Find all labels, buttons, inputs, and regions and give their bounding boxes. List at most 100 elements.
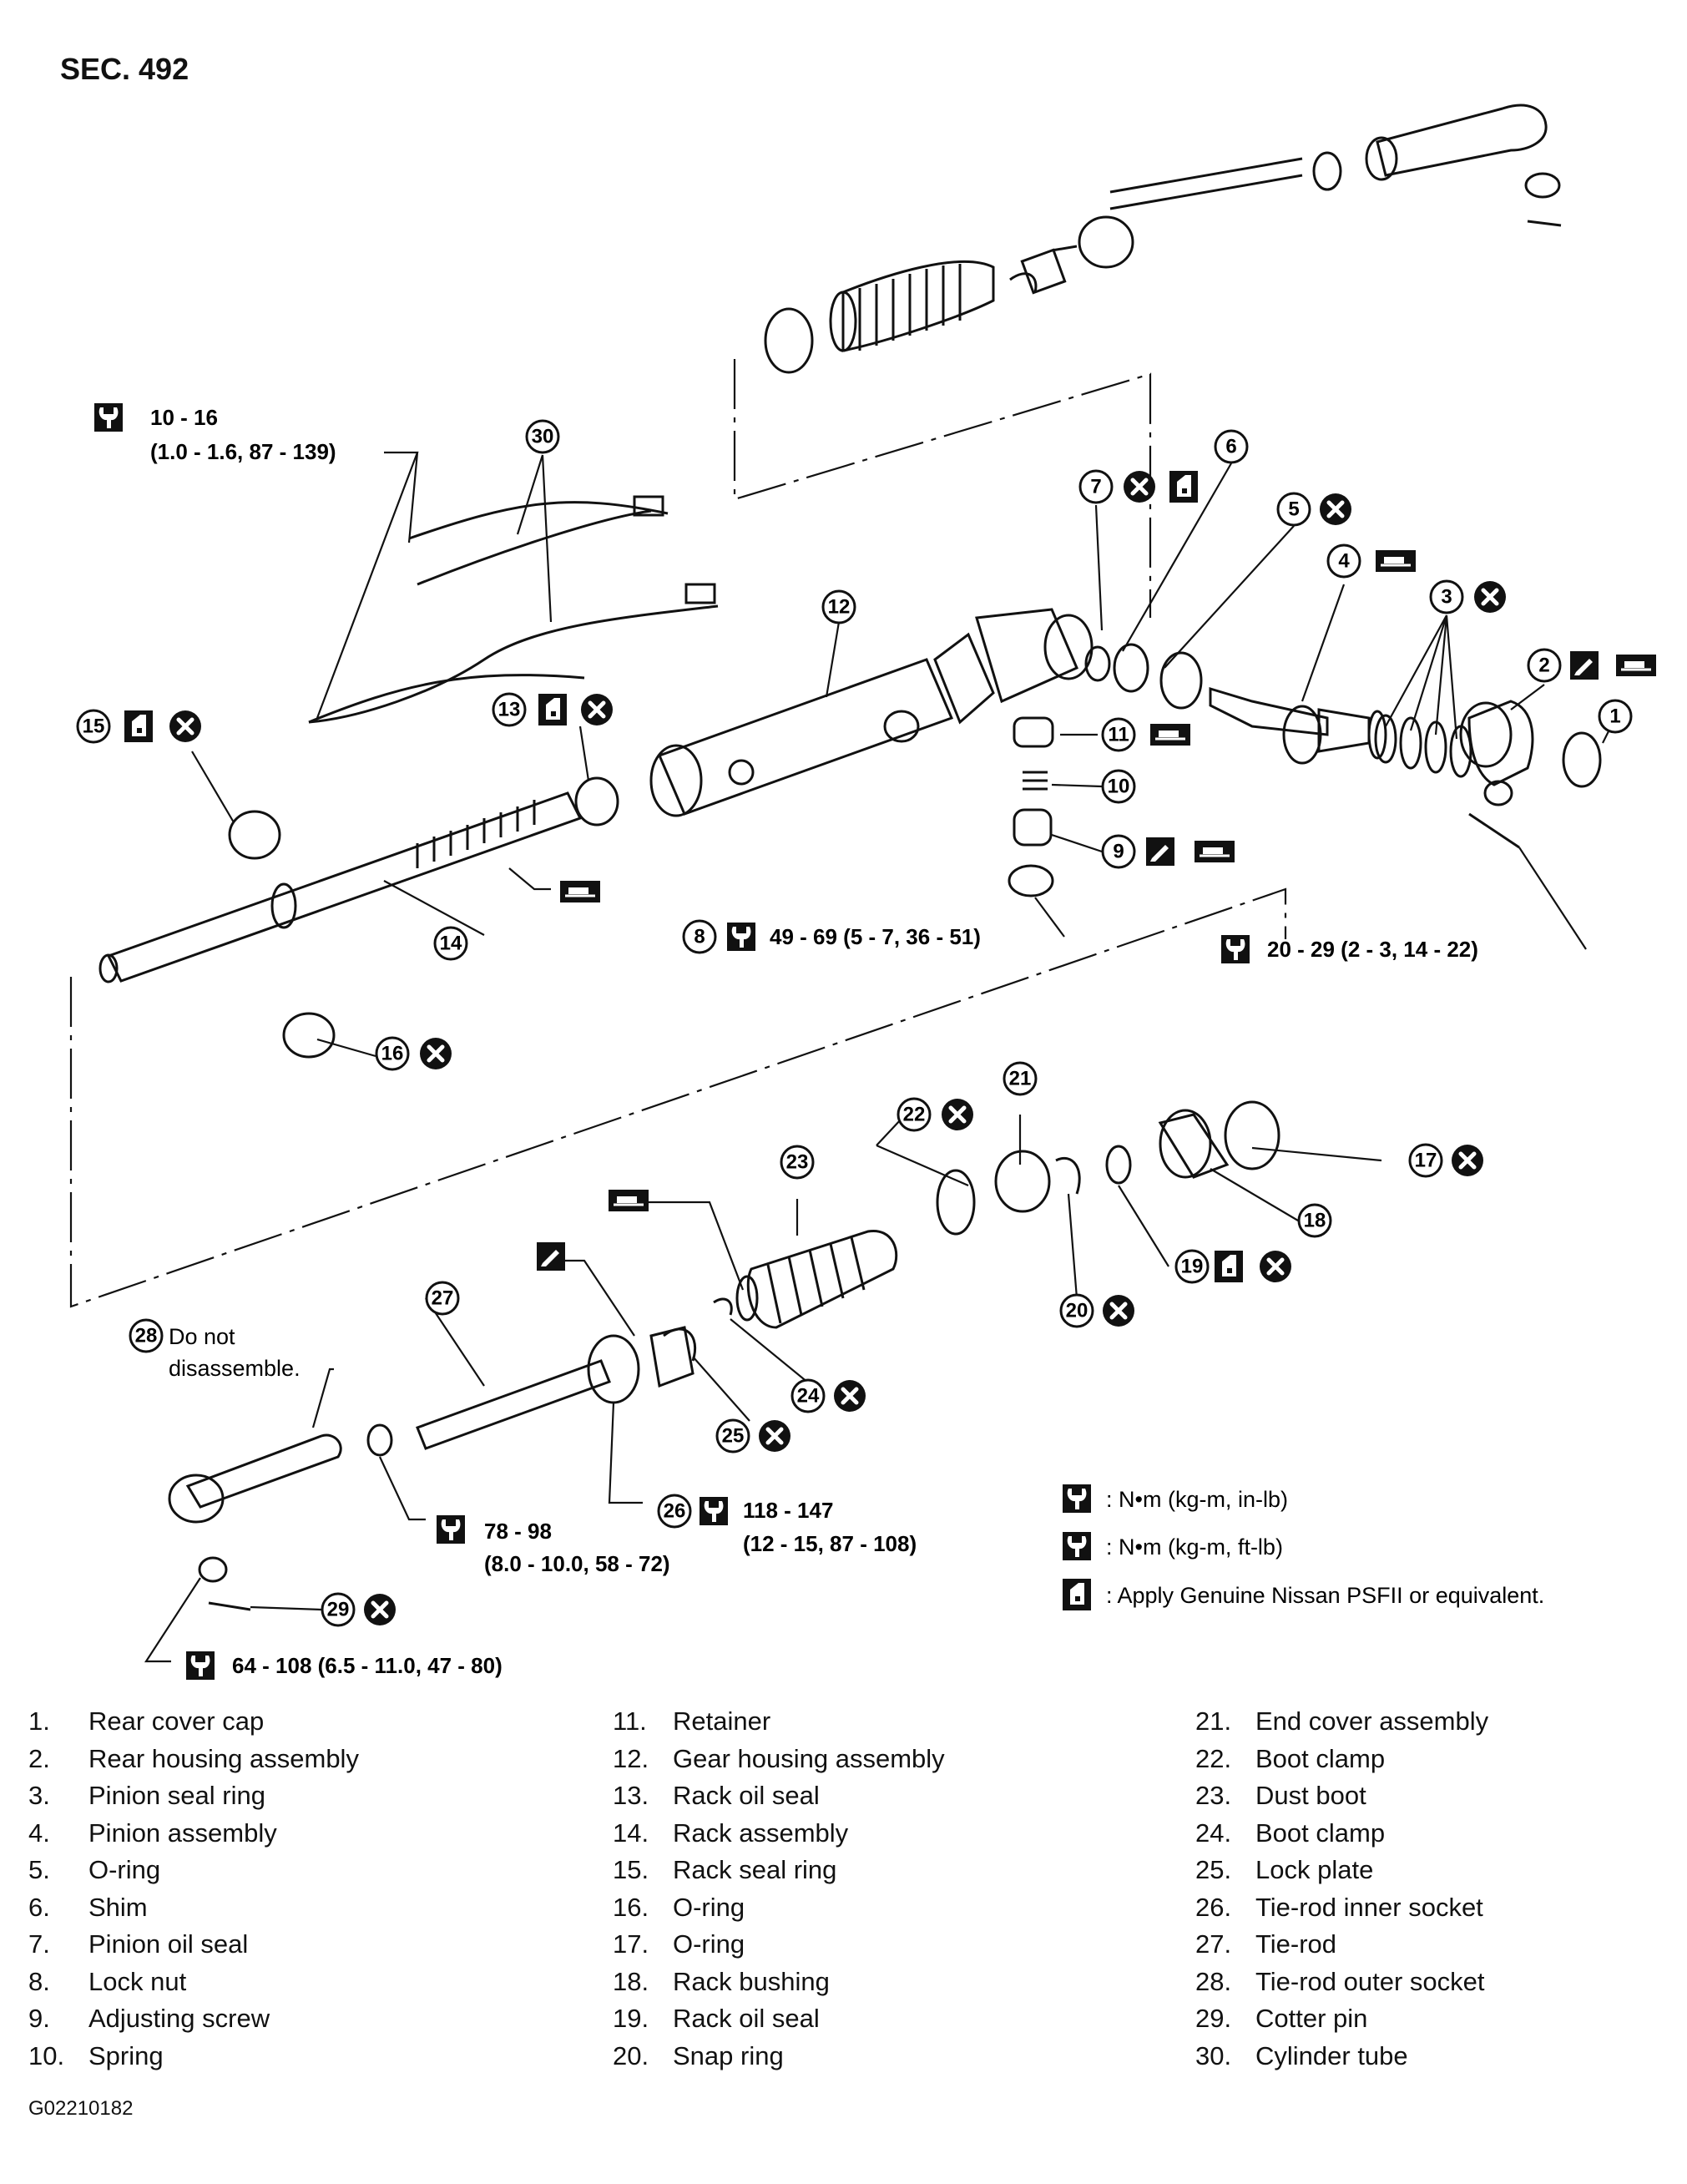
callout-14: 14 [433,926,468,961]
svg-text:29: 29 [327,1599,350,1621]
tie-rod-upper [1051,104,1562,269]
list-item: 10.Spring [28,2040,164,2070]
replace-icon-22 [942,1099,973,1130]
note-do-not: Do not [169,1324,235,1349]
list-item: 27.Tie-rod [1195,1929,1337,1959]
lower-rack-parts [936,1100,1280,1236]
replace-icon-16 [420,1038,452,1069]
replace-icon-3 [1474,581,1506,613]
callout-29: 29 [321,1592,356,1627]
list-item: 2.Rear housing assembly [28,1743,359,1773]
torque-inner-socket-1: 118 - 147 [743,1498,833,1523]
list-item: 5.O-ring [28,1855,161,1885]
replace-icon-7 [1124,471,1155,503]
callout-6: 6 [1214,429,1249,464]
svg-text:27: 27 [432,1287,454,1310]
replace-icon-29 [364,1594,396,1625]
grease-pack-icon-14 [558,879,602,904]
svg-text:26: 26 [664,1500,686,1523]
replace-icon-13 [581,694,613,725]
svg-text:30: 30 [532,426,554,448]
svg-text:16: 16 [381,1043,404,1065]
legend-ftlb: : N•m (kg-m, ft-lb) [1106,1534,1283,1560]
list-item: 19.Rack oil seal [613,2004,820,2034]
replace-icon-5 [1320,493,1351,525]
dust-boot-lower [713,1230,898,1329]
list-item: 14.Rack assembly [613,1817,849,1848]
list-item: 26.Tie-rod inner socket [1195,1892,1483,1922]
torque-outer-socket-nut: 64 - 108 (6.5 - 11.0, 47 - 80) [232,1653,503,1678]
svg-text:13: 13 [498,699,521,721]
parts-list: 1.Rear cover cap 2.Rear housing assembly… [28,1703,1664,2070]
list-item: 21.End cover assembly [1195,1706,1489,1737]
fluid-icon-7 [1169,471,1198,503]
fluid-icon-13 [538,694,567,725]
fluid-icon-19 [1215,1251,1243,1282]
list-item: 11.Retainer [613,1706,771,1737]
list-item: 20.Snap ring [613,2040,784,2070]
torque-icon-8 [727,923,755,951]
callout-27: 27 [425,1281,460,1316]
replace-icon-15 [169,710,201,742]
callout-24: 24 [790,1378,826,1413]
replace-icon-20 [1103,1295,1134,1327]
callout-2: 2 [1527,648,1562,683]
callout-1: 1 [1598,699,1633,734]
callout-3: 3 [1429,579,1464,614]
svg-text:15: 15 [83,715,105,738]
svg-text:7: 7 [1090,476,1101,498]
grease-icon-26 [537,1242,565,1271]
torque-icon-bolt [1221,935,1250,963]
torque-icon-outer-socket [186,1651,215,1680]
cylinder-tube [308,495,719,724]
callout-18: 18 [1297,1203,1332,1238]
callout-8: 8 [682,919,717,954]
list-item: 16.O-ring [613,1892,745,1922]
section-title: SEC. 492 [60,52,189,86]
grease-icon-2 [1570,651,1599,680]
list-item: 18.Rack bushing [613,1966,830,1996]
callout-19: 19 [1174,1249,1210,1284]
torque-lock-nut: 49 - 69 (5 - 7, 36 - 51) [770,924,981,949]
svg-text:21: 21 [1009,1068,1032,1090]
svg-text:3: 3 [1441,586,1452,609]
torque-tie-rod-nut-2: (8.0 - 10.0, 58 - 72) [484,1551,670,1576]
gear-housing [649,608,1203,817]
leader-lines [144,451,1616,1663]
legend: : N•m (kg-m, in-lb) : N•m (kg-m, ft-lb) … [1063,1484,1544,1610]
callout-20: 20 [1059,1293,1094,1328]
replace-icon-25 [759,1420,790,1452]
callout-23: 23 [780,1145,815,1180]
callout-10: 10 [1101,769,1136,804]
replace-icon-24 [834,1380,866,1412]
callout-12: 12 [821,589,856,624]
callout-26: 26 [657,1494,692,1529]
legend-fluid: : Apply Genuine Nissan PSFII or equivale… [1106,1583,1544,1608]
callout-11: 11 [1101,717,1136,752]
list-item: 13.Rack oil seal [613,1781,820,1811]
svg-text:2: 2 [1538,655,1549,677]
svg-text:20: 20 [1066,1300,1088,1322]
callout-9: 9 [1101,834,1136,869]
torque-icon-26 [700,1497,728,1525]
list-item: 4.Pinion assembly [28,1817,277,1848]
svg-text:14: 14 [440,933,462,955]
note-disassemble: disassemble. [169,1356,301,1381]
list-item: 15.Rack seal ring [613,1855,837,1885]
callout-13: 13 [492,692,527,727]
svg-text:24: 24 [797,1385,820,1408]
rack-assembly [98,776,619,1059]
list-item: 1.Rear cover cap [28,1706,265,1737]
legend-torque-ftlb-icon [1063,1532,1091,1560]
callout-30: 30 [525,419,560,454]
fluid-icon-15 [124,710,153,742]
alignment-line-middle [69,887,1287,1308]
list-item: 24.Boot clamp [1195,1817,1386,1848]
list-item: 30.Cylinder tube [1195,2040,1408,2070]
torque-tie-rod-nut-1: 78 - 98 [484,1519,552,1544]
list-item: 8.Lock nut [28,1966,187,1996]
list-item: 17.O-ring [613,1929,745,1959]
svg-text:23: 23 [786,1151,809,1174]
svg-text:8: 8 [694,926,705,948]
grease-pack-icon-2 [1614,653,1658,678]
